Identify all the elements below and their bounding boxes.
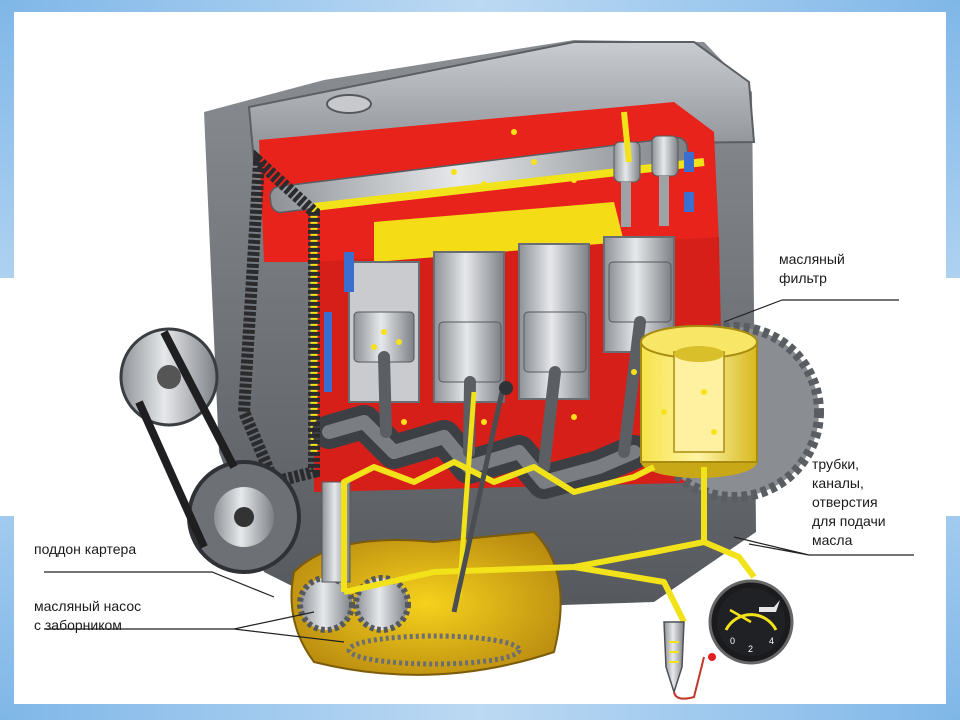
valve-spring-2 — [651, 135, 679, 177]
label-oil-pump-line-1: масляный насос — [34, 598, 142, 614]
leader-lines — [44, 299, 914, 643]
piston-3 — [523, 311, 587, 373]
oil-filler-cap — [326, 94, 372, 114]
oil-can-icon — [759, 600, 780, 612]
oil-filter — [640, 325, 758, 478]
leader-oil-filter — [723, 299, 899, 323]
valve-stem-1 — [621, 182, 631, 227]
coolant-passages — [324, 152, 694, 392]
gauge-tick-4: 4 — [769, 636, 774, 646]
label-oil-filter-line-2: фильтр — [779, 270, 827, 286]
oil-channel-network — [341, 111, 757, 624]
diagram-canvas: 0 2 4 масляный фильтр трубки, каналы, от… — [14, 12, 946, 704]
frame-top-edge — [0, 0, 960, 12]
label-oil-pump: масляный насос с заборником — [34, 597, 141, 635]
label-oil-channels-line-5: масла — [812, 532, 853, 548]
oil-pressure-gauge: 0 2 4 — [708, 579, 794, 665]
label-crankcase-pan: поддон картера — [34, 541, 137, 557]
label-oil-channels-line-1: трубки, — [812, 456, 860, 472]
valve-stem-2 — [659, 176, 669, 226]
accessory-belt — [135, 330, 238, 549]
label-oil-filter-line-1: масляный — [779, 251, 845, 267]
sender-wire — [673, 656, 705, 700]
leader-oil-pump — [44, 611, 345, 643]
leader-oil-channels — [733, 536, 914, 556]
label-oil-channels: трубки, каналы, отверстия для подачи мас… — [812, 455, 886, 550]
label-oil-pump-line-2: с заборником — [34, 617, 122, 633]
leader-crankcase-pan — [44, 571, 275, 598]
dipstick — [451, 391, 505, 613]
oil-pressure-sender — [663, 621, 685, 695]
label-oil-filter: масляный фильтр — [779, 250, 845, 288]
pan-flange — [346, 633, 522, 667]
pistons — [353, 261, 672, 383]
gauge-warning-lamp — [708, 653, 716, 661]
gauge-tick-2: 2 — [748, 644, 753, 654]
gauge-tick-0: 0 — [730, 636, 735, 646]
label-oil-channels-line-2: каналы, — [812, 475, 864, 491]
oil-droplets — [371, 129, 717, 435]
label-oil-channels-line-3: отверстия — [812, 494, 878, 510]
piston-2 — [438, 321, 502, 383]
engine-lubrication-diagram: 0 2 4 — [44, 40, 914, 700]
piston-4 — [608, 261, 672, 323]
label-oil-channels-line-4: для подачи — [812, 513, 886, 529]
frame-bottom-edge — [0, 704, 960, 720]
